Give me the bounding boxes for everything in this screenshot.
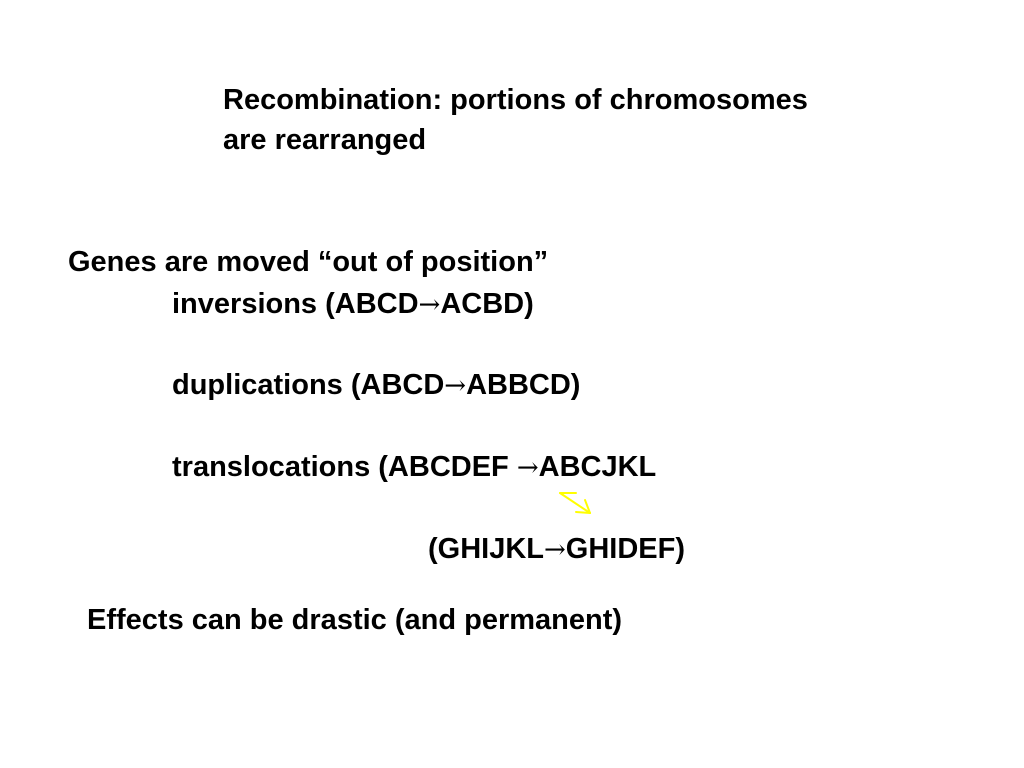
duplications-prefix: duplications (ABCD <box>172 369 445 401</box>
duplications-line: duplications (ABCD→ABBCD) <box>172 371 580 400</box>
inversions-prefix: inversions (ABCD <box>172 288 419 320</box>
inversions-line: inversions (ABCD→ACBD) <box>172 290 534 319</box>
right-arrow-icon: → <box>444 371 467 401</box>
title-line-1: Recombination: portions of chromosomes <box>223 84 808 116</box>
effects-line: Effects can be drastic (and permanent) <box>87 604 623 636</box>
translocations-second-prefix: (GHIJKL <box>428 533 544 565</box>
translocations-suffix: ABCJKL <box>538 451 657 483</box>
right-arrow-icon: → <box>516 453 539 483</box>
crossover-arrow <box>559 492 591 514</box>
diagonal-arrow-icon <box>559 492 591 514</box>
translocations-prefix: translocations (ABCDEF <box>172 451 517 483</box>
inversions-suffix: ACBD) <box>440 288 534 320</box>
right-arrow-icon: → <box>418 290 441 320</box>
translocations-line: translocations (ABCDEF →ABCJKL <box>172 453 656 482</box>
duplications-suffix: ABBCD) <box>466 369 581 401</box>
title-line-2: are rearranged <box>223 124 427 156</box>
right-arrow-icon: → <box>544 535 566 565</box>
translocations-second-suffix: GHIDEF) <box>565 533 686 565</box>
genes-heading: Genes are moved “out of position” <box>68 246 549 278</box>
translocations-second-line: (GHIJKL→GHIDEF) <box>428 535 685 564</box>
